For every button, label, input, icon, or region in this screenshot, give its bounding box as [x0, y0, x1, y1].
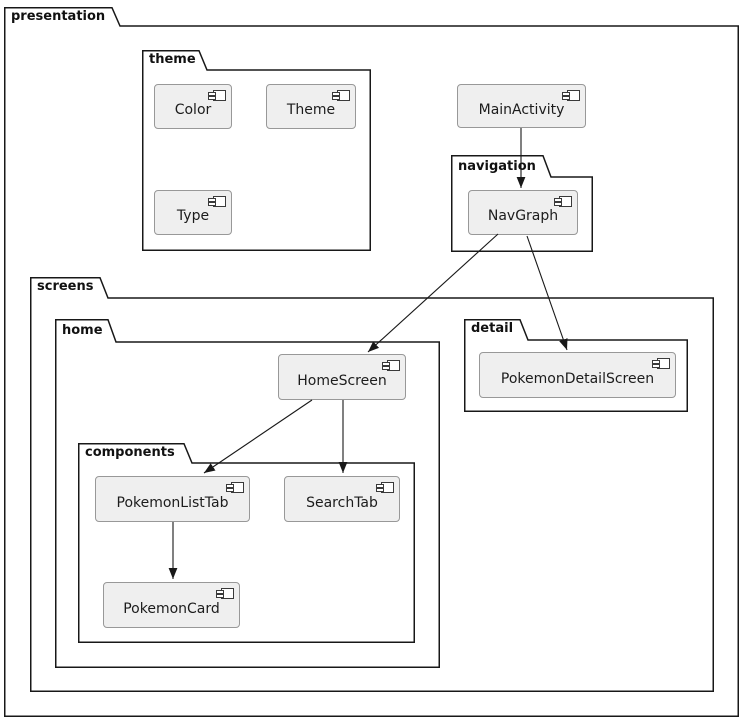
component-icon: [562, 90, 580, 101]
component-mainactivity-label: MainActivity: [478, 101, 565, 118]
component-type: Type: [154, 190, 232, 235]
component-searchtab: SearchTab: [284, 476, 400, 522]
component-pokemondetailscreen: PokemonDetailScreen: [479, 352, 676, 398]
package-navigation-label: navigation: [458, 159, 536, 174]
component-icon: [208, 90, 226, 101]
package-detail-label: detail: [471, 321, 514, 336]
component-icon: [376, 482, 394, 493]
component-icon: [554, 196, 572, 207]
package-screens-label: screens: [37, 279, 94, 294]
package-components-label: components: [85, 445, 175, 460]
component-mainactivity: MainActivity: [457, 84, 586, 128]
component-type-label: Type: [176, 208, 210, 224]
component-navgraph-label: NavGraph: [487, 208, 559, 224]
component-pokemoncard: PokemonCard: [103, 582, 240, 628]
package-theme-label: theme: [149, 52, 196, 67]
component-theme: Theme: [266, 84, 356, 129]
component-icon: [226, 482, 244, 493]
component-icon: [332, 90, 350, 101]
package-home-label: home: [62, 323, 103, 338]
component-pokemondetailscreen-label: PokemonDetailScreen: [500, 370, 655, 387]
component-pokemonlisttab-label: PokemonListTab: [116, 494, 229, 511]
component-color: Color: [154, 84, 232, 129]
component-pokemoncard-label: PokemonCard: [123, 600, 220, 617]
component-pokemonlisttab: PokemonListTab: [95, 476, 250, 522]
component-homescreen-label: HomeScreen: [297, 372, 387, 389]
component-homescreen: HomeScreen: [278, 354, 406, 400]
component-theme-label: Theme: [286, 102, 336, 118]
component-icon: [382, 360, 400, 371]
component-icon: [216, 588, 234, 599]
package-presentation-label: presentation: [11, 9, 106, 24]
component-searchtab-label: SearchTab: [306, 494, 378, 511]
component-color-label: Color: [174, 102, 212, 118]
component-icon: [652, 358, 670, 369]
component-icon: [208, 196, 226, 207]
component-navgraph: NavGraph: [468, 190, 578, 235]
